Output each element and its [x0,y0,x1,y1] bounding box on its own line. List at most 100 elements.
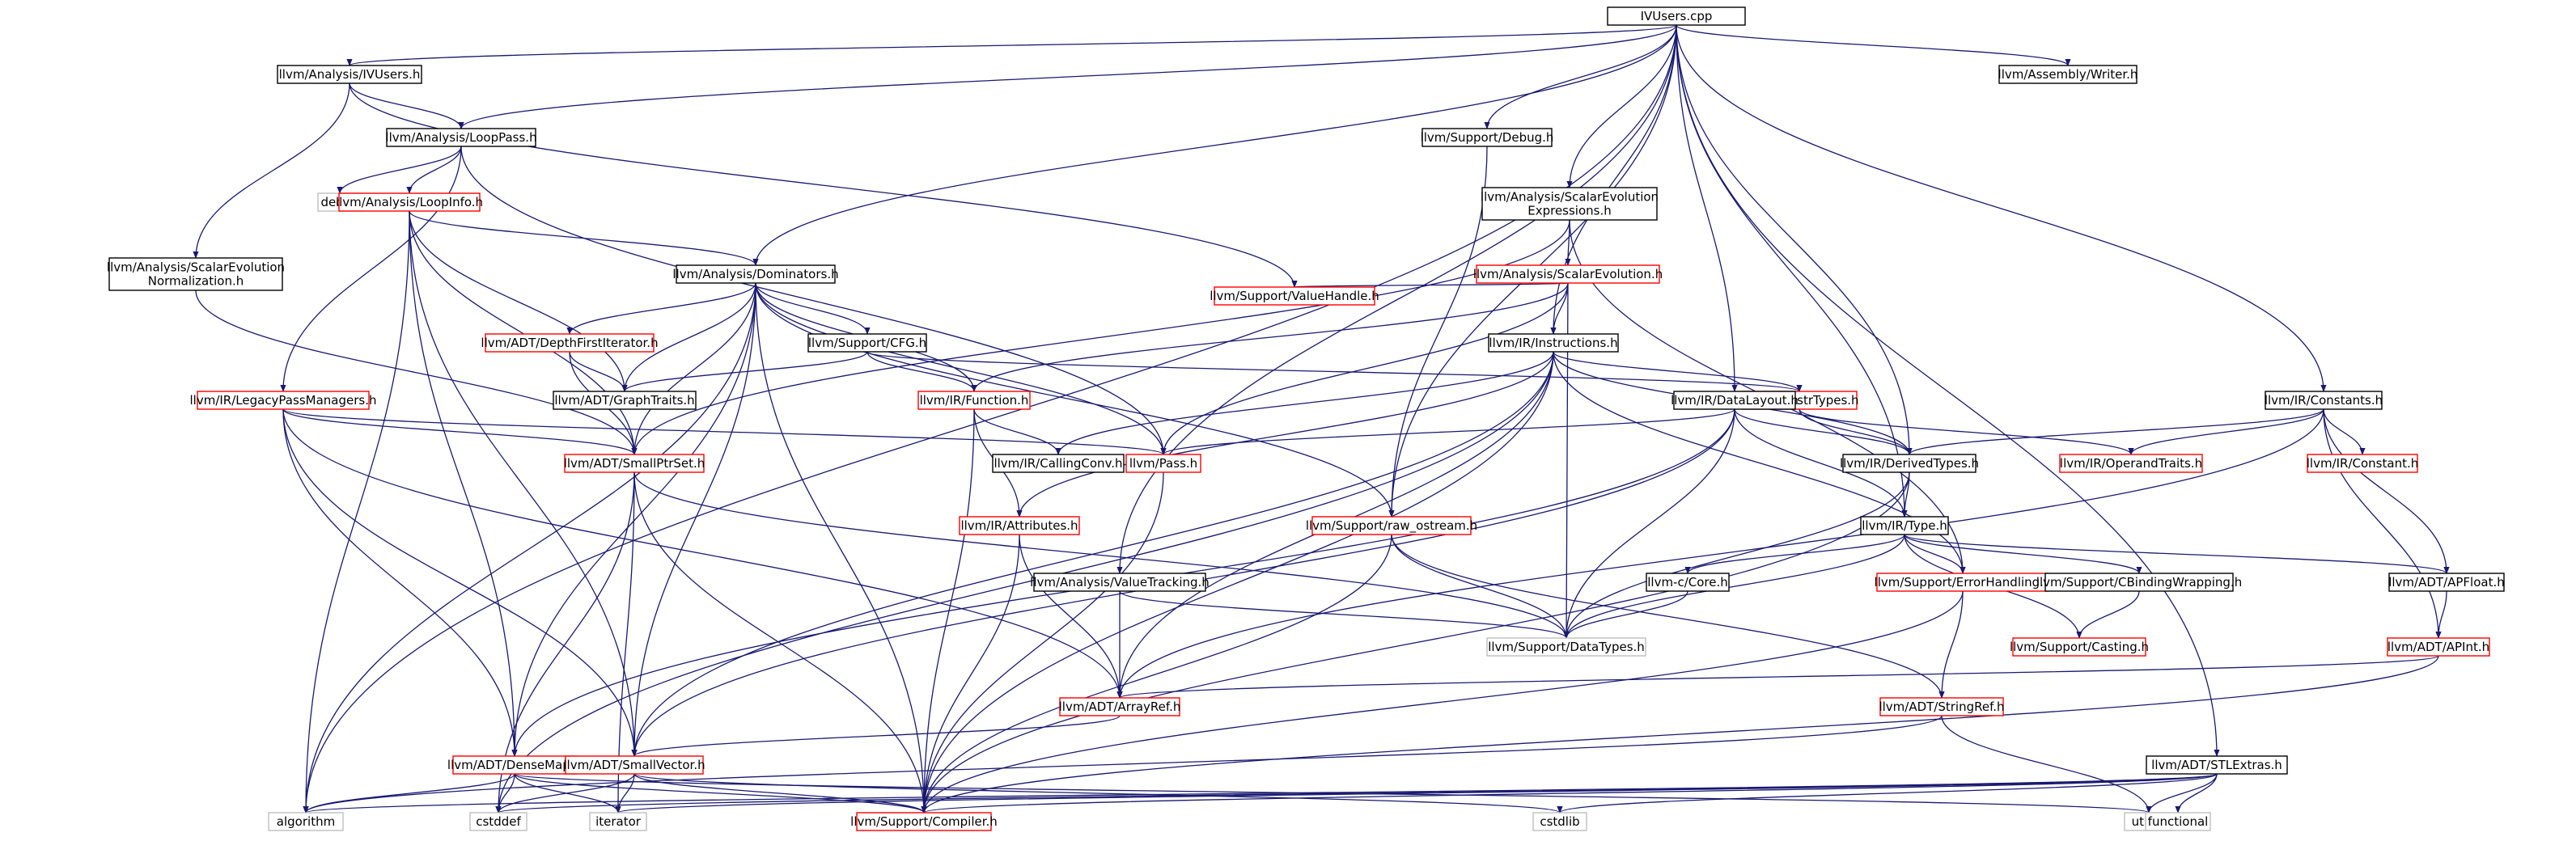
edge-n11-n46 [633,471,927,814]
node-box [2146,755,2288,775]
node-label: llvm/Analysis/ScalarEvolution [107,260,285,275]
node-label: llvm/ADT/GraphTraits.h [554,393,694,408]
node-label: llvm/IR/Attributes.h [960,518,1078,533]
node-llvm-analysis-ivusers-h[interactable]: llvm/Analysis/IVUsers.h [277,65,422,84]
edge-n42-n48 [2146,773,2218,814]
node-llvm-ir-instructions-h[interactable]: llvm/IR/Instructions.h [1488,333,1619,353]
node-label: llvm/IR/LegacyPassManagers.h [190,393,377,408]
edge-n41-n47 [633,773,1563,814]
edge-n42-n46 [922,773,2218,814]
edge-n22-n26 [1734,408,1908,518]
node-label: llvm/ADT/SmallPtrSet.h [564,456,705,471]
node-llvm-adt-apfloat-h[interactable]: llvm/ADT/APFloat.h [2388,573,2505,592]
node-box [564,454,705,473]
node-label: llvm/Support/Casting.h [2010,640,2149,654]
edge-n6-n43 [303,282,756,814]
edge-n42-n49 [2175,773,2218,814]
node-box [2265,391,2383,410]
edge-n6-n24 [755,282,1395,518]
edge-n4-n9 [409,210,628,392]
node-box [1842,454,1976,473]
edge-n33-n38 [1116,408,2324,699]
edge-n15-n38 [1019,534,1123,699]
edge-n2-n10 [280,146,462,392]
node-llvm-adt-stlextras-h[interactable]: llvm/ADT/STLExtras.h [2146,755,2288,775]
node-llvm-support-cbindingwrapping-h[interactable]: llvm/Support/CBindingWrapping.h [2036,573,2242,592]
node-label: llvm/Support/CBindingWrapping.h [2036,575,2242,590]
node-llvm-support-compiler-h[interactable]: llvm/Support/Compiler.h [850,812,998,831]
edge-n0-n22 [1676,24,1738,392]
node-llvm-ir-legacypassmanagers-h[interactable]: llvm/IR/LegacyPassManagers.h [190,391,377,410]
node-llvm-ir-callingconv-h[interactable]: llvm/IR/CallingConv.h [992,454,1125,473]
node-llvm-support-errorhandling-h[interactable]: llvm/Support/ErrorHandling.h [1875,573,2052,592]
node-llvm-ir-constants-h[interactable]: llvm/IR/Constants.h [2265,391,2383,410]
node-box [1607,6,1746,26]
node-llvm-adt-arrayref-h[interactable]: llvm/ADT/ArrayRef.h [1059,697,1181,716]
edge-n18-n19 [1292,280,1569,288]
node-llvm-adt-apint-h[interactable]: llvm/ADT/APInt.h [2387,637,2490,657]
node-llvm-analysis-scalarevolution-normalization-h[interactable]: llvm/Analysis/ScalarEvolutionNormalizati… [107,257,285,291]
node-llvm-adt-smallvector-h[interactable]: llvm/ADT/SmallVector.h [563,755,705,775]
node-ivusers-cpp[interactable]: IVUsers.cpp [1607,6,1746,26]
node-label: Normalization.h [148,274,244,289]
node-llvm-ir-type-h[interactable]: llvm/IR/Type.h [1860,516,1949,535]
node-llvm-analysis-valuetracking-h[interactable]: llvm/Analysis/ValueTracking.h [1030,573,1210,592]
node-label: llvm/ADT/DepthFirstIterator.h [481,336,658,350]
node-llvm-support-casting-h[interactable]: llvm/Support/Casting.h [2010,637,2149,657]
node-llvm-ir-datalayout-h[interactable]: llvm/IR/DataLayout.h [1671,391,1799,410]
node-llvm-analysis-looppass-h[interactable]: llvm/Analysis/LoopPass.h [385,128,537,147]
node-llvm-analysis-loopinfo-h[interactable]: llvm/Analysis/LoopInfo.h [336,192,483,212]
node-llvm-support-cfg-h[interactable]: llvm/Support/CFG.h [807,333,927,353]
edge-n0-n16 [1484,24,1677,129]
node-llvm-analysis-scalarevolution-h[interactable]: llvm/Analysis/ScalarEvolution.h [1473,264,1663,284]
node-label: llvm/IR/Constant.h [2307,456,2419,471]
node-box [2145,812,2211,831]
edge-n10-n41 [282,408,638,757]
node-llvm-support-debug-h[interactable]: llvm/Support/Debug.h [1421,128,1554,147]
node-box [197,391,370,410]
node-llvm-c-core-h[interactable]: llvm-c/Core.h [1646,573,1730,592]
edge-n10-n38 [282,408,1123,699]
edge-n4-n11 [409,210,638,455]
node-iterator: iterator [589,812,647,831]
node-box [1476,264,1660,284]
node-label: llvm/Support/Debug.h [1421,130,1554,145]
edge-n30-n31 [2076,590,2140,639]
node-llvm-adt-smallptrset-h[interactable]: llvm/ADT/SmallPtrSet.h [564,454,705,473]
edge-n22-n14 [1160,408,1735,455]
node-label: llvm/Support/Compiler.h [850,814,998,829]
node-box [1646,573,1730,592]
node-llvm-pass-h[interactable]: llvm/Pass.h [1125,454,1201,473]
node-llvm-ir-function-h[interactable]: llvm/IR/Function.h [917,391,1031,410]
edge-n23-n28 [1563,471,1910,639]
edge-n4-n40 [409,210,518,757]
node-llvm-support-datatypes-h: llvm/Support/DataTypes.h [1486,637,1646,657]
node-llvm-ir-derivedtypes-h[interactable]: llvm/IR/DerivedTypes.h [1840,454,1979,473]
node-llvm-adt-graphtraits-h[interactable]: llvm/ADT/GraphTraits.h [553,391,697,410]
edge-n24-n28 [1391,534,1570,639]
edge-n23-n46 [921,471,1910,814]
node-llvm-analysis-scalarevolution-expressions-h[interactable]: llvm/Analysis/ScalarEvolutionExpressions… [1481,187,1659,221]
node-box [2307,454,2418,473]
node-box [959,516,1080,535]
node-llvm-ir-operandtraits-h[interactable]: llvm/IR/OperandTraits.h [2059,454,2203,473]
node-llvm-ir-constant-h[interactable]: llvm/IR/Constant.h [2307,454,2419,473]
edge-n33-n34 [2128,408,2324,455]
node-label: llvm/Analysis/ScalarEvolution [1481,190,1659,205]
edge-n12-n13 [973,408,1061,455]
node-label: llvm/Support/ErrorHandling.h [1875,575,2052,590]
node-llvm-adt-depthfirstiterator-h[interactable]: llvm/ADT/DepthFirstIterator.h [481,333,659,353]
node-llvm-assembly-writer-h[interactable]: llvm/Assembly/Writer.h [1998,65,2138,84]
node-box [676,264,836,284]
node-llvm-support-valuehandle-h[interactable]: llvm/Support/ValueHandle.h [1210,286,1379,306]
node-llvm-analysis-dominators-h[interactable]: llvm/Analysis/Dominators.h [672,264,839,284]
node-label: llvm/Assembly/Writer.h [1998,67,2138,82]
node-llvm-adt-densemap-h[interactable]: llvm/ADT/DenseMap.h [447,755,582,775]
edge-n29-n39 [1938,590,1964,699]
edge-n22-n23 [1734,408,1913,455]
node-llvm-ir-attributes-h[interactable]: llvm/IR/Attributes.h [959,516,1080,535]
edge-n0-n26 [1676,24,1908,518]
edge-n33-n37 [2323,408,2442,639]
node-llvm-support-raw-ostream-h[interactable]: llvm/Support/raw_ostream.h [1306,516,1477,535]
node-llvm-adt-stringref-h[interactable]: llvm/ADT/StringRef.h [1879,697,2005,716]
